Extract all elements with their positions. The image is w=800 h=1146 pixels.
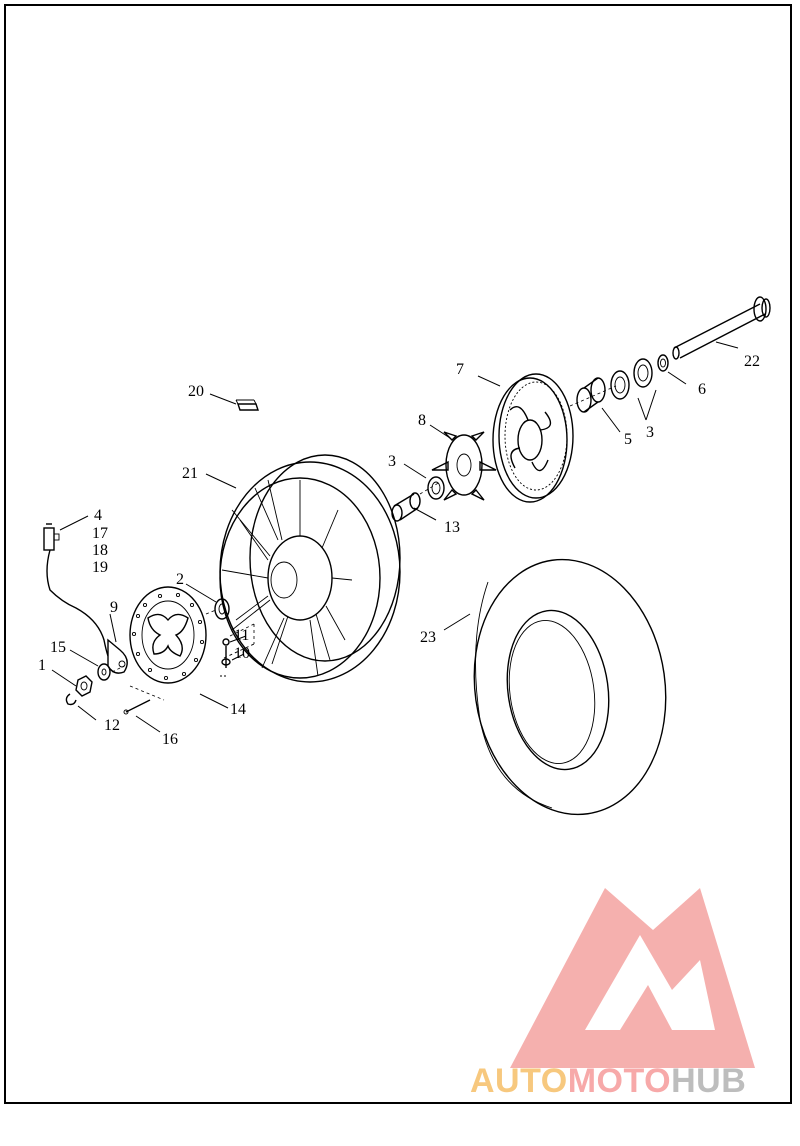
watermark-logo [510, 888, 755, 1068]
callout-14: 14 [230, 701, 246, 718]
sprocket-part-7 [492, 373, 574, 503]
bearing-part-3-right [610, 358, 653, 400]
callout-6: 6 [698, 381, 706, 398]
pin-part-16 [123, 699, 151, 715]
page-border [4, 4, 792, 1104]
callout-17: 17 [92, 525, 108, 542]
callout-3-right: 3 [646, 424, 654, 441]
callout-11: 11 [234, 627, 249, 644]
watermark-hub: HUB [671, 1062, 747, 1100]
clip-part-12 [65, 693, 77, 706]
speed-sensor-part-4 [43, 523, 109, 657]
callout-23: 23 [420, 629, 436, 646]
callout-labels: 22 6 7 8 3 13 5 3 21 20 4 17 18 19 2 9 1… [38, 353, 760, 748]
wheel-part-21 [219, 454, 401, 683]
sensor-bracket-part-9 [107, 638, 128, 674]
sleeve-part-5 [576, 377, 606, 413]
callout-22: 22 [744, 353, 760, 370]
nut-part-1 [75, 675, 93, 697]
valve-part-10-11 [220, 638, 255, 677]
callout-10: 10 [234, 645, 250, 662]
callout-9: 9 [110, 599, 118, 616]
bearing-part-3-left [427, 476, 445, 500]
washer-part-15 [97, 663, 111, 681]
bearing-part-2 [214, 598, 230, 620]
callout-7: 7 [456, 361, 464, 378]
callout-19: 19 [92, 559, 108, 576]
weight-part-20 [235, 399, 259, 411]
callout-18: 18 [92, 542, 108, 559]
damper-part-8 [431, 431, 497, 501]
callout-16: 16 [162, 731, 178, 748]
axle-part-22 [672, 296, 771, 360]
alignment-lines [111, 385, 617, 701]
callout-4: 4 [94, 507, 102, 524]
watermark-wordmark: AUTOMOTOHUB [470, 1062, 746, 1101]
callout-5: 5 [624, 431, 632, 448]
callout-15: 15 [50, 639, 66, 656]
callout-2: 2 [176, 571, 184, 588]
brake-disc-part-14 [129, 586, 207, 684]
leader-lines [51, 341, 739, 733]
tire-part-23 [473, 558, 667, 816]
callout-12: 12 [104, 717, 120, 734]
callout-21: 21 [182, 465, 198, 482]
callout-1: 1 [38, 657, 46, 674]
callout-8: 8 [418, 412, 426, 429]
callout-3-left: 3 [388, 453, 396, 470]
callout-13: 13 [444, 519, 460, 536]
spacer-part-6 [657, 354, 669, 372]
spacer-tube-part-13 [391, 492, 421, 522]
watermark-auto: AUTO [470, 1062, 568, 1100]
watermark-moto: MOTO [567, 1062, 672, 1100]
callout-20: 20 [188, 383, 204, 400]
